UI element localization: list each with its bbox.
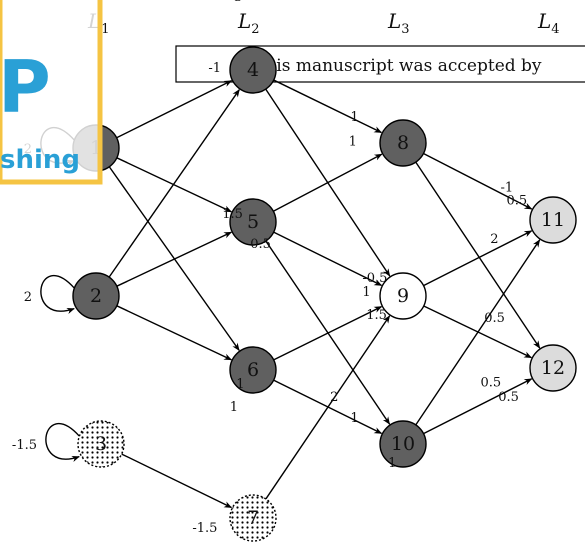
edge-2-4 xyxy=(108,89,240,278)
edge-weight-label: -1 xyxy=(208,61,221,76)
edge-3-7 xyxy=(121,453,233,509)
node-circle xyxy=(72,272,120,320)
edge-6-9 xyxy=(273,305,383,361)
node-label: 7 xyxy=(247,507,259,529)
layer-headers: L1 L2 L3 L4 xyxy=(87,9,560,37)
node-label: 5 xyxy=(247,211,259,233)
node-9: 9 xyxy=(379,272,427,320)
edge-weight-label: 1 xyxy=(236,377,244,392)
node-2: 2 xyxy=(72,272,120,320)
banner-text: This manuscript was accepted by xyxy=(254,56,542,76)
node-6: 6 xyxy=(229,346,277,394)
edge-5-8 xyxy=(273,153,383,212)
edge-8-11 xyxy=(423,152,533,210)
edge-weight-label: 1.5 xyxy=(366,308,387,323)
edge-weights: 22-1.5-10.5131.51-1.511.51-0.51112-10.50… xyxy=(12,0,527,536)
node-label: 10 xyxy=(391,433,415,455)
edge-weight-label: 2 xyxy=(330,390,338,405)
node-label: 9 xyxy=(397,285,409,307)
edge-weight-label: 2 xyxy=(490,232,498,247)
logo-small-text: shing xyxy=(0,145,80,175)
node-label: 8 xyxy=(397,132,409,154)
edge-weight-label: 2 xyxy=(24,290,32,305)
edge-5-9 xyxy=(273,231,383,287)
edge-10-11 xyxy=(415,239,541,426)
layer-label-4: L4 xyxy=(537,9,560,37)
edge-weight-label: 1 xyxy=(350,110,358,125)
edge-weight-label: 0.5 xyxy=(498,390,519,405)
node-label: 11 xyxy=(541,209,565,231)
self-loop-edge-2 xyxy=(40,274,75,315)
node-circle xyxy=(379,420,427,468)
edge-weight-label: -1 xyxy=(501,180,514,195)
layer-label-3: L3 xyxy=(387,9,410,37)
edge-10-12 xyxy=(423,378,533,435)
node-label: 2 xyxy=(90,285,102,307)
publisher-logo: P shing xyxy=(0,0,103,185)
logo-frame xyxy=(0,0,103,185)
node-5: 5 xyxy=(229,198,277,246)
node-circle xyxy=(529,196,577,244)
edge-weight-label: 1 xyxy=(362,285,370,300)
node-10: 10 xyxy=(379,420,427,468)
edge-4-8 xyxy=(273,79,383,134)
node-4: 4 xyxy=(229,46,277,94)
node-circle xyxy=(229,494,277,542)
edge-weight-label: 1 xyxy=(388,456,396,471)
node-11: 11 xyxy=(529,196,577,244)
edge-1-4 xyxy=(116,80,233,139)
node-circle xyxy=(529,344,577,392)
edge-weight-label: 1 xyxy=(349,135,357,150)
node-label: 3 xyxy=(95,433,107,455)
node-circle xyxy=(379,272,427,320)
edge-weight-label: 0.5 xyxy=(480,375,501,390)
edge-weight-label: -1.5 xyxy=(192,521,217,536)
nodes: 123456789101112 xyxy=(72,46,577,542)
edge-weight-label: 0.5 xyxy=(506,193,527,208)
layer-label-2: L2 xyxy=(237,9,260,37)
node-8: 8 xyxy=(379,119,427,167)
edge-7-9 xyxy=(265,315,391,500)
node-3: 3 xyxy=(77,420,125,468)
node-label: 4 xyxy=(247,59,259,81)
edges xyxy=(40,79,541,509)
edge-weight-label: 1 xyxy=(350,411,358,426)
edge-2-6 xyxy=(116,305,233,361)
node-circle xyxy=(229,198,277,246)
node-label: 12 xyxy=(541,357,565,379)
node-circle xyxy=(379,119,427,167)
node-12: 12 xyxy=(529,344,577,392)
node-circle xyxy=(77,420,125,468)
edge-8-12 xyxy=(415,161,541,349)
edge-weight-label: 1.5 xyxy=(222,207,243,222)
edge-weight-label: 0.5 xyxy=(250,237,271,252)
self-loop-edge-3 xyxy=(45,422,80,463)
edge-weight-label: 0.5 xyxy=(484,311,505,326)
edge-2-5 xyxy=(116,231,233,287)
node-circle xyxy=(229,346,277,394)
edge-weight-label: -1.5 xyxy=(12,438,37,453)
node-circle xyxy=(229,46,277,94)
node-label: 6 xyxy=(247,359,259,381)
edge-weight-label: 1 xyxy=(230,400,238,415)
logo-big-letters: P xyxy=(0,45,51,129)
edge-9-11 xyxy=(423,230,533,287)
node-7: 7 xyxy=(229,494,277,542)
edge-weight-label: -0.5 xyxy=(362,271,387,286)
edge-weight-label: 3 xyxy=(234,0,242,5)
